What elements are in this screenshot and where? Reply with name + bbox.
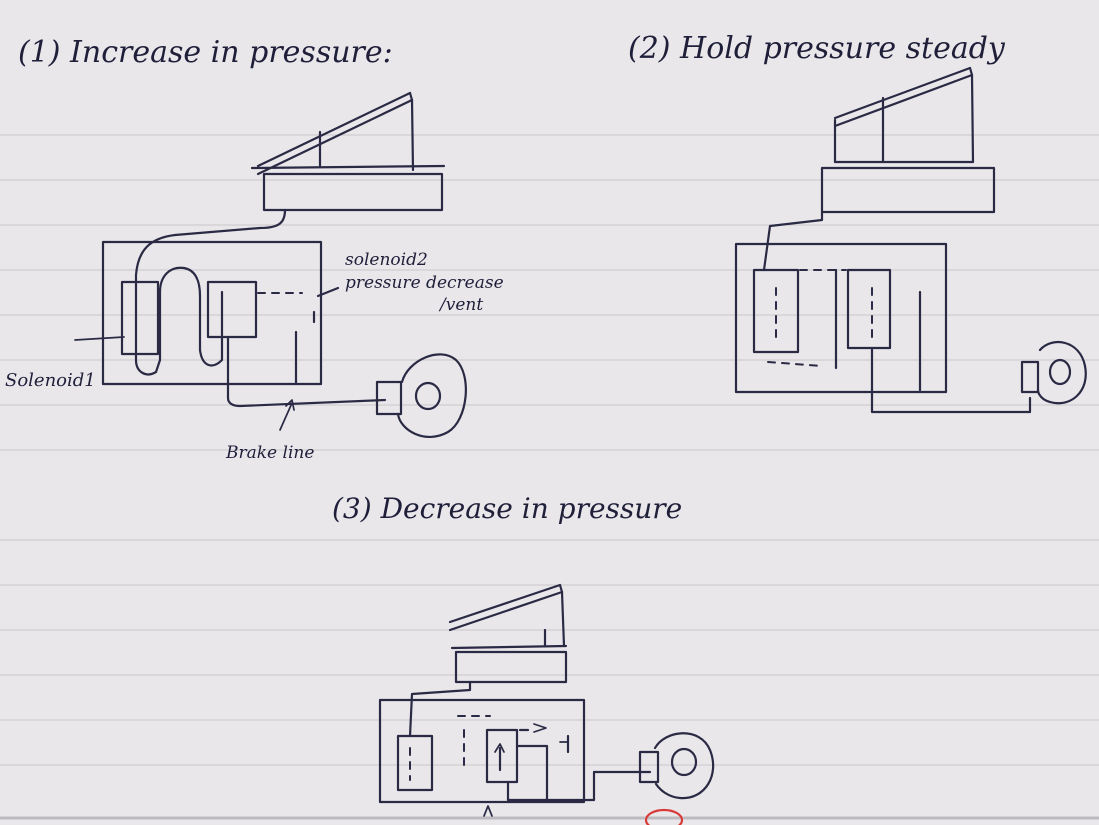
label-pressure-vent-2: /vent (438, 295, 483, 315)
label-solenoid1: Solenoid1 (5, 370, 96, 391)
label-solenoid2: solenoid2 (345, 250, 428, 270)
title-hold: (2) Hold pressure steady (628, 31, 1006, 66)
title-increase: (1) Increase in pressure: (18, 35, 393, 70)
label-pressure-vent-1: pressure decrease (345, 273, 504, 293)
label-brake-line: Brake line (225, 443, 314, 463)
title-decrease: (3) Decrease in pressure (332, 492, 682, 525)
